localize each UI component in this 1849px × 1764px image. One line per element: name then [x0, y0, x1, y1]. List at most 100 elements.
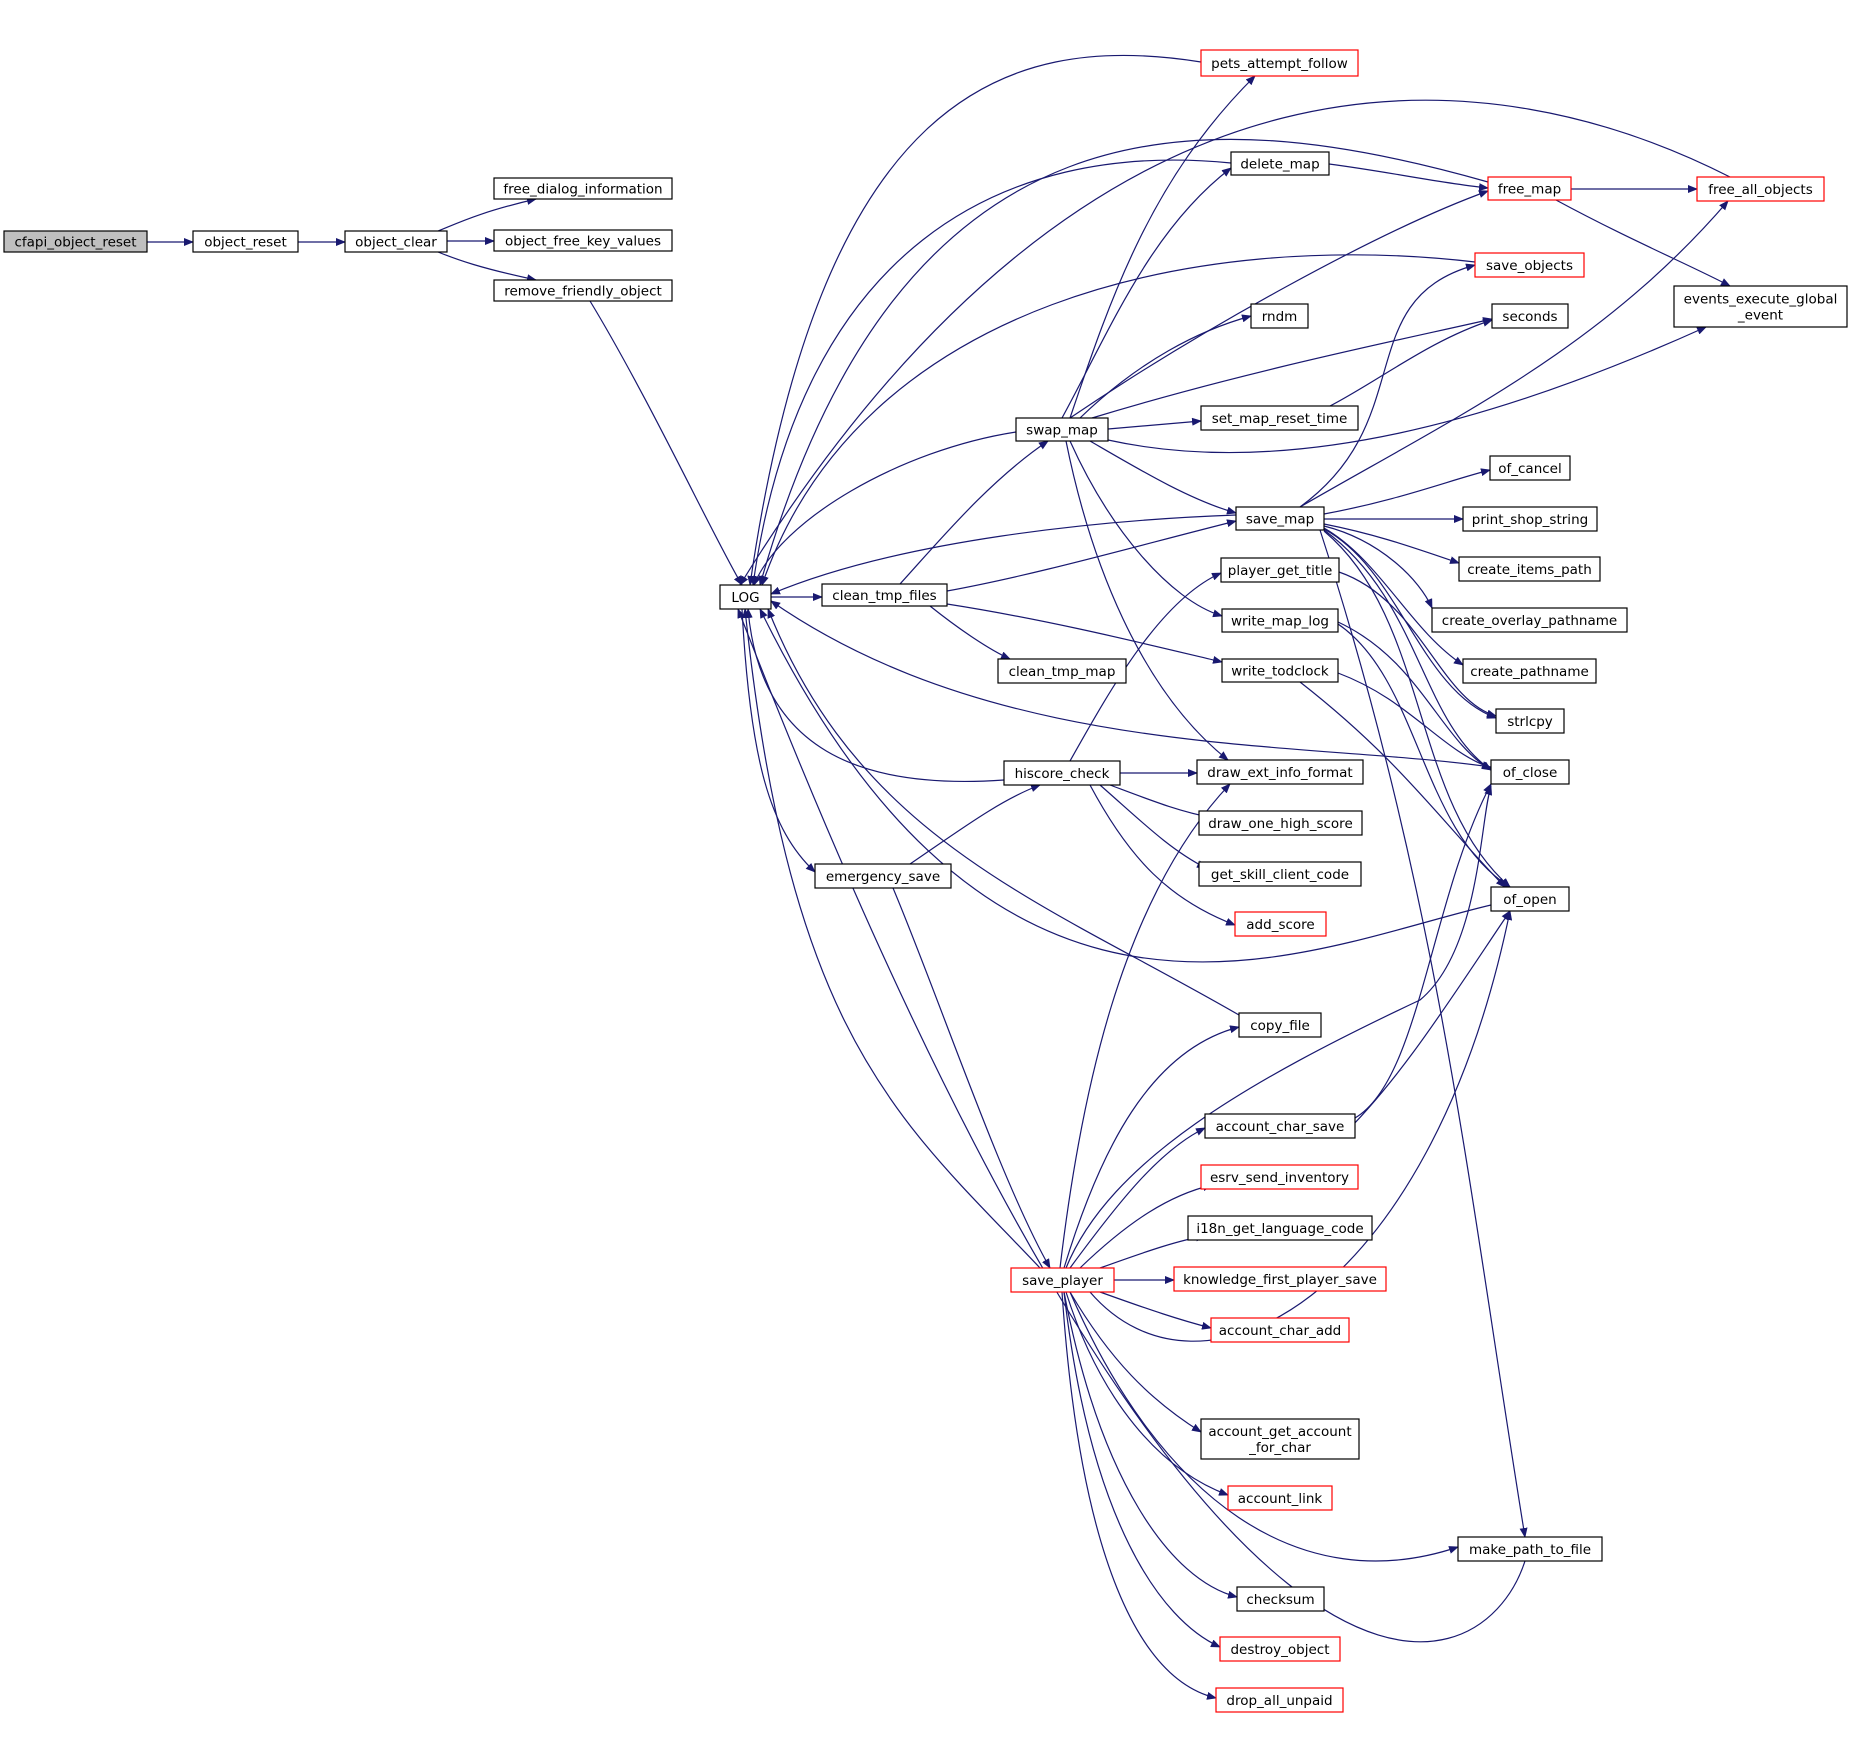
node-box[interactable] — [1227, 1485, 1333, 1511]
node-draw_one_high_score[interactable]: draw_one_high_score — [1198, 810, 1363, 836]
node-box[interactable] — [1215, 1687, 1344, 1713]
node-seconds[interactable]: seconds — [1491, 303, 1569, 329]
node-account_link[interactable]: account_link — [1227, 1485, 1333, 1511]
node-box[interactable] — [1196, 759, 1364, 785]
node-box[interactable] — [1235, 506, 1325, 531]
node-box[interactable] — [1200, 405, 1359, 431]
node-box[interactable] — [1474, 252, 1585, 278]
node-strlcpy[interactable]: strlcpy — [1495, 708, 1565, 734]
node-box[interactable] — [1236, 1586, 1325, 1612]
node-free_map[interactable]: free_map — [1487, 176, 1572, 201]
node-box[interactable] — [1015, 417, 1109, 442]
node-box[interactable] — [1238, 1012, 1322, 1038]
node-box[interactable] — [1457, 1536, 1603, 1562]
node-box[interactable] — [1204, 1113, 1356, 1139]
node-box[interactable] — [1200, 49, 1359, 77]
node-object_clear[interactable]: object_clear — [344, 230, 448, 253]
node-make_path_to_file[interactable]: make_path_to_file — [1457, 1536, 1603, 1562]
node-cfapi_object_reset[interactable]: cfapi_object_reset — [3, 230, 148, 253]
node-of_cancel[interactable]: of_cancel — [1489, 455, 1571, 481]
node-box[interactable] — [1431, 607, 1628, 633]
node-of_close[interactable]: of_close — [1490, 759, 1570, 785]
node-box[interactable] — [1221, 608, 1339, 633]
node-box[interactable] — [1487, 176, 1572, 201]
node-object_reset[interactable]: object_reset — [192, 230, 299, 253]
node-add_score[interactable]: add_score — [1234, 911, 1327, 937]
node-box[interactable] — [1491, 303, 1569, 329]
node-LOG[interactable]: LOG — [719, 584, 772, 610]
node-of_open[interactable]: of_open — [1490, 886, 1570, 912]
node-clean_tmp_map[interactable]: clean_tmp_map — [997, 658, 1127, 684]
node-box[interactable] — [1198, 861, 1362, 887]
node-box[interactable] — [192, 230, 299, 253]
node-box[interactable] — [1200, 1418, 1360, 1460]
node-box[interactable] — [1458, 556, 1601, 582]
node-box[interactable] — [1200, 1164, 1359, 1190]
node-account_char_save[interactable]: account_char_save — [1204, 1113, 1356, 1139]
node-remove_friendly_object[interactable]: remove_friendly_object — [493, 279, 673, 302]
node-box[interactable] — [1198, 810, 1363, 836]
node-emergency_save[interactable]: emergency_save — [814, 863, 952, 889]
node-create_pathname[interactable]: create_pathname — [1462, 658, 1597, 684]
node-box[interactable] — [1490, 886, 1570, 912]
node-box[interactable] — [1173, 1266, 1387, 1292]
node-set_map_reset_time[interactable]: set_map_reset_time — [1200, 405, 1359, 431]
node-i18n_get_language_code[interactable]: i18n_get_language_code — [1187, 1215, 1373, 1241]
node-create_overlay_pathname[interactable]: create_overlay_pathname — [1431, 607, 1628, 633]
node-box[interactable] — [344, 230, 448, 253]
node-destroy_object[interactable]: destroy_object — [1219, 1636, 1341, 1662]
node-box[interactable] — [493, 229, 673, 252]
node-swap_map[interactable]: swap_map — [1015, 417, 1109, 442]
node-box[interactable] — [1003, 760, 1121, 786]
node-save_objects[interactable]: save_objects — [1474, 252, 1585, 278]
node-hiscore_check[interactable]: hiscore_check — [1003, 760, 1121, 786]
node-account_get_account_for_char[interactable]: account_get_account_for_char — [1200, 1418, 1360, 1460]
node-free_dialog_information[interactable]: free_dialog_information — [493, 177, 673, 200]
node-box[interactable] — [1220, 557, 1340, 583]
node-write_map_log[interactable]: write_map_log — [1221, 608, 1339, 633]
node-account_char_add[interactable]: account_char_add — [1210, 1317, 1350, 1343]
node-box[interactable] — [493, 177, 673, 200]
node-pets_attempt_follow[interactable]: pets_attempt_follow — [1200, 49, 1359, 77]
node-box[interactable] — [1219, 1636, 1341, 1662]
node-box[interactable] — [1462, 658, 1597, 684]
node-free_all_objects[interactable]: free_all_objects — [1696, 176, 1825, 202]
node-box[interactable] — [719, 584, 772, 610]
node-delete_map[interactable]: delete_map — [1230, 151, 1330, 176]
node-box[interactable] — [493, 279, 673, 302]
node-object_free_key_values[interactable]: object_free_key_values — [493, 229, 673, 252]
node-print_shop_string[interactable]: print_shop_string — [1462, 506, 1598, 532]
node-write_todclock[interactable]: write_todclock — [1221, 658, 1339, 683]
node-box[interactable] — [1696, 176, 1825, 202]
node-box[interactable] — [1221, 658, 1339, 683]
node-get_skill_client_code[interactable]: get_skill_client_code — [1198, 861, 1362, 887]
node-box[interactable] — [814, 863, 952, 889]
node-box[interactable] — [1462, 506, 1598, 532]
node-box[interactable] — [3, 230, 148, 253]
node-box[interactable] — [1490, 759, 1570, 785]
node-box[interactable] — [821, 583, 948, 607]
node-box[interactable] — [1495, 708, 1565, 734]
node-events_execute_global_event[interactable]: events_execute_global_event — [1673, 285, 1848, 328]
node-box[interactable] — [1230, 151, 1330, 176]
node-box[interactable] — [997, 658, 1127, 684]
node-rndm[interactable]: rndm — [1250, 303, 1309, 329]
node-box[interactable] — [1187, 1215, 1373, 1241]
node-knowledge_first_player_save[interactable]: knowledge_first_player_save — [1173, 1266, 1387, 1292]
node-esrv_send_inventory[interactable]: esrv_send_inventory — [1200, 1164, 1359, 1190]
node-box[interactable] — [1489, 455, 1571, 481]
node-copy_file[interactable]: copy_file — [1238, 1012, 1322, 1038]
node-clean_tmp_files[interactable]: clean_tmp_files — [821, 583, 948, 607]
node-box[interactable] — [1234, 911, 1327, 937]
node-box[interactable] — [1673, 285, 1848, 328]
node-drop_all_unpaid[interactable]: drop_all_unpaid — [1215, 1687, 1344, 1713]
node-box[interactable] — [1210, 1317, 1350, 1343]
node-draw_ext_info_format[interactable]: draw_ext_info_format — [1196, 759, 1364, 785]
node-create_items_path[interactable]: create_items_path — [1458, 556, 1601, 582]
node-player_get_title[interactable]: player_get_title — [1220, 557, 1340, 583]
node-box[interactable] — [1250, 303, 1309, 329]
node-checksum[interactable]: checksum — [1236, 1586, 1325, 1612]
node-box[interactable] — [1010, 1267, 1115, 1293]
node-save_map[interactable]: save_map — [1235, 506, 1325, 531]
node-save_player[interactable]: save_player — [1010, 1267, 1115, 1293]
